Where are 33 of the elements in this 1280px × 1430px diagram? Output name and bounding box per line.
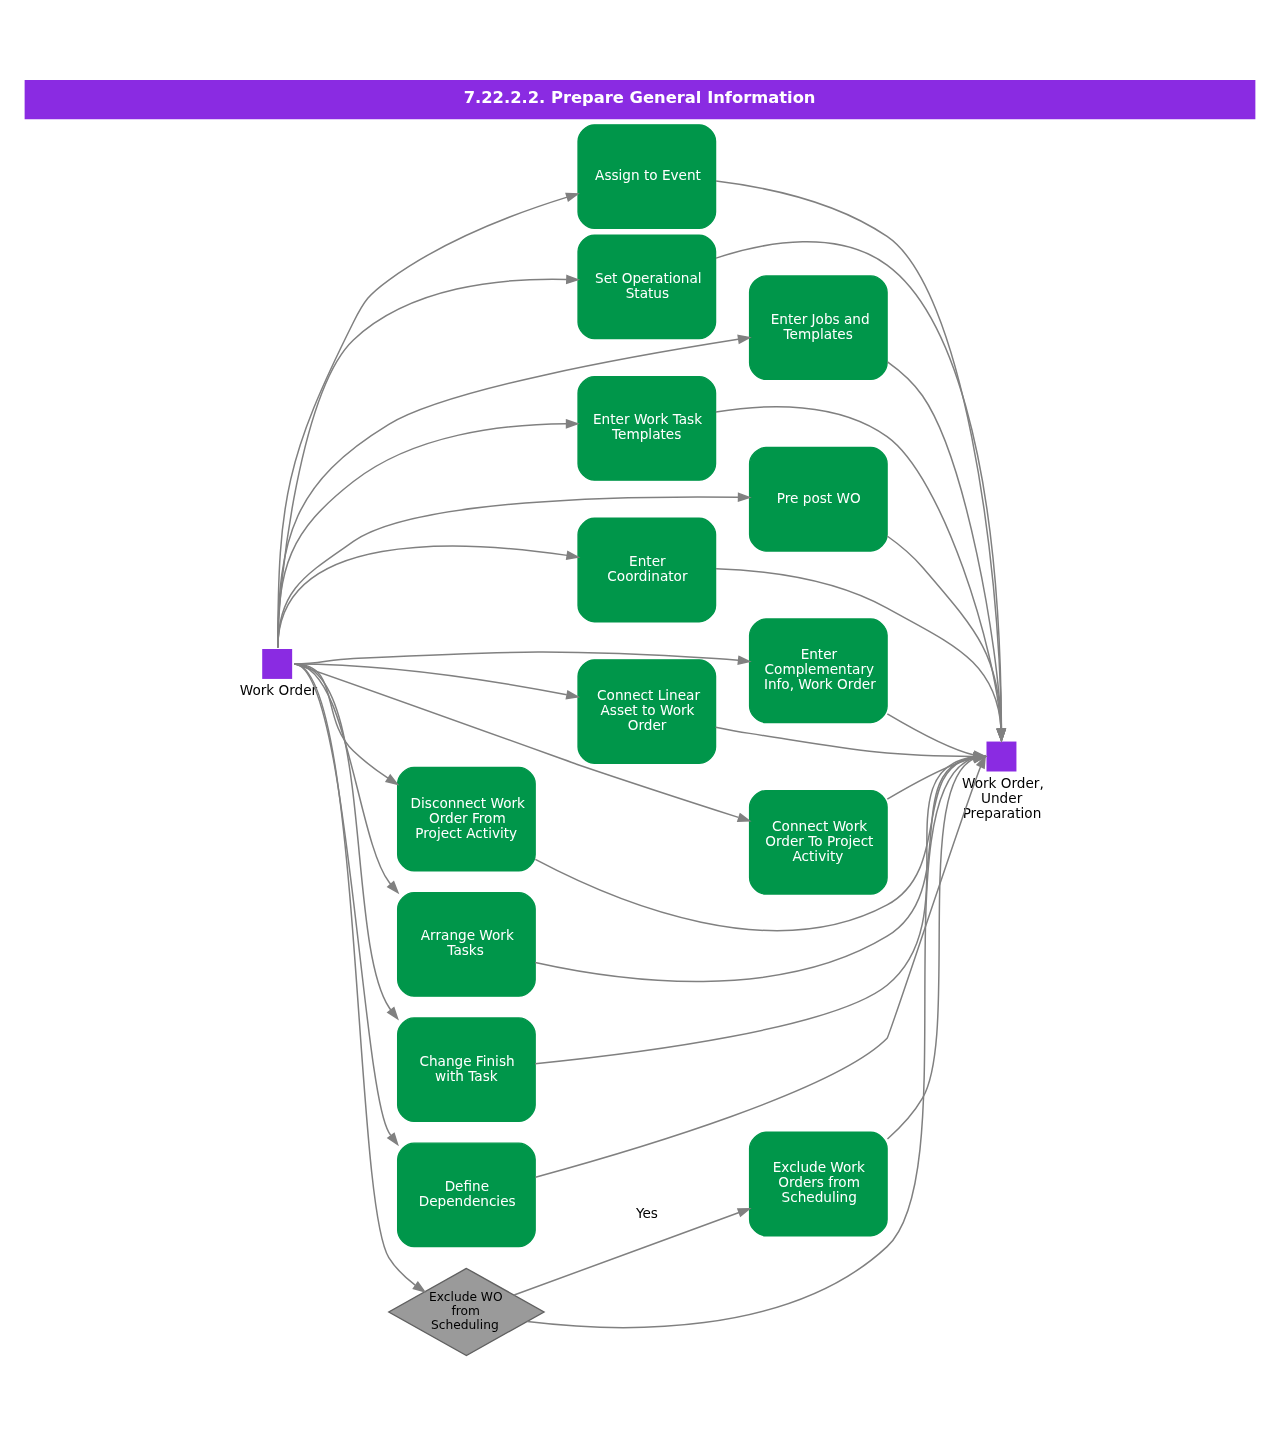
arrow — [277, 492, 752, 649]
node-box: Connect Linear Asset to Work Order — [577, 659, 717, 764]
arrow — [293, 663, 427, 1293]
arrow — [886, 361, 1007, 743]
node-box: Enter Coordinator — [577, 517, 717, 623]
node-box: Set Operational Status — [577, 234, 717, 340]
node-box: Disconnect Work Order From Project Activity — [397, 766, 536, 872]
node-box: Pre post WO — [748, 446, 888, 552]
node-box: Exclude Work Orders from Scheduling — [748, 1131, 888, 1237]
node-label: Work Order, Under Preparation — [961, 774, 1044, 821]
node-diamond: Exclude WO from Scheduling — [387, 1267, 546, 1357]
arrow — [715, 406, 1006, 743]
arrow — [277, 274, 581, 649]
node-box: Assign to Event — [577, 124, 717, 229]
arrow — [886, 535, 1007, 743]
node-label: Work Order — [239, 682, 318, 699]
arrow — [277, 192, 580, 649]
edge-label: Yes — [635, 1205, 658, 1222]
node-box: Connect Work Order To Project Activity — [748, 789, 888, 895]
node-box: Enter Work Task Templates — [577, 376, 717, 481]
node-box: Enter Jobs and Templates — [748, 275, 888, 381]
arrow — [715, 567, 1006, 743]
arrow — [277, 418, 580, 649]
arrow — [513, 1207, 752, 1296]
node-box — [986, 741, 1017, 772]
node-box: Arrange Work Tasks — [397, 892, 536, 997]
node-box: Define Dependencies — [397, 1142, 536, 1248]
node-box: Change Finish with Task — [397, 1017, 536, 1123]
node-box: Enter Complementary Info, Work Order — [748, 618, 888, 724]
arrow — [277, 334, 752, 649]
arrow — [277, 545, 581, 649]
node-box — [262, 648, 293, 679]
diagram-title: 7.22.2.2. Prepare General Information — [463, 88, 816, 108]
